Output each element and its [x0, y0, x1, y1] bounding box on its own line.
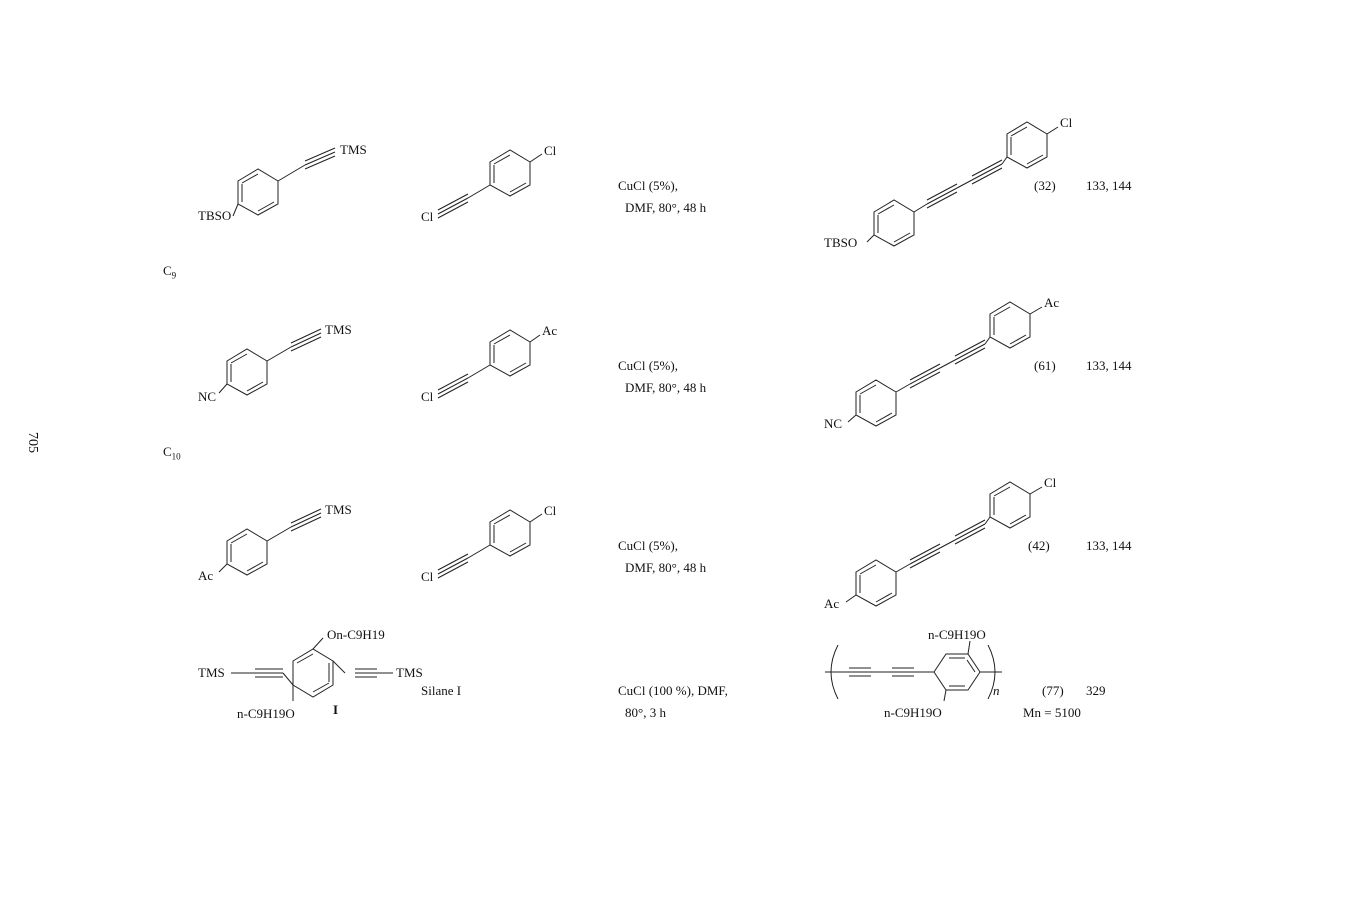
product-structure-row1: TBSO Cl [824, 115, 1073, 250]
references: 133, 144 [1086, 538, 1132, 553]
yield: (32) [1034, 178, 1056, 193]
svg-text:Cl: Cl [1044, 475, 1057, 490]
reactant-structure-row3: TMS Ac [198, 502, 352, 583]
svg-text:n-C9H19O: n-C9H19O [237, 706, 295, 721]
yield: (77) [1042, 683, 1064, 698]
reactant-structure-row4: TMS TMS On-C9H19 n-C9H19O I [198, 627, 423, 721]
conditions-line: CuCl (5%), [618, 358, 678, 373]
svg-text:NC: NC [198, 389, 216, 404]
svg-text:n-C9H19O: n-C9H19O [884, 705, 942, 720]
svg-text:Ac: Ac [542, 323, 557, 338]
svg-text:TBSO: TBSO [824, 235, 857, 250]
conditions-line: 80°, 3 h [625, 705, 666, 720]
references: 133, 144 [1086, 178, 1132, 193]
svg-text:NC: NC [824, 416, 842, 431]
svg-text:On-C9H19: On-C9H19 [327, 627, 385, 642]
yield: (61) [1034, 358, 1056, 373]
reactant2-structure-row3: Cl Cl [421, 503, 557, 584]
svg-text:TMS: TMS [340, 142, 367, 157]
svg-text:n: n [993, 683, 1000, 698]
carbon-count-label: C9 [163, 263, 177, 281]
svg-text:Ac: Ac [198, 568, 213, 583]
svg-text:I: I [333, 702, 338, 717]
svg-text:Cl: Cl [544, 503, 557, 518]
page-number: 705 [25, 432, 40, 453]
conditions-line: DMF, 80°, 48 h [625, 560, 707, 575]
reactant-structure-row1: TMS TBSO [198, 142, 367, 223]
svg-text:n-C9H19O: n-C9H19O [928, 627, 986, 642]
reactant2-structure-row1: Cl Cl [421, 143, 557, 224]
reactant2-structure-row2: Ac Cl [421, 323, 557, 404]
svg-text:Cl: Cl [421, 209, 434, 224]
svg-text:Cl: Cl [544, 143, 557, 158]
svg-text:Cl: Cl [421, 569, 434, 584]
carbon-count-label: C10 [163, 444, 181, 462]
svg-text:TMS: TMS [325, 322, 352, 337]
conditions-line: CuCl (100 %), DMF, [618, 683, 728, 698]
references: 133, 144 [1086, 358, 1132, 373]
product-structure-row3: Ac Cl [824, 475, 1057, 611]
conditions-line: DMF, 80°, 48 h [625, 380, 707, 395]
svg-text:TBSO: TBSO [198, 208, 231, 223]
reactant-structure-row2: TMS NC [198, 322, 352, 404]
product-structure-row2: NC Ac [824, 295, 1059, 431]
product-structure-row4: n-C9H19O n-C9H19O n [825, 627, 1002, 720]
svg-text:TMS: TMS [198, 665, 225, 680]
conditions-line: CuCl (5%), [618, 538, 678, 553]
reactant2-text: Silane I [421, 683, 462, 698]
svg-text:Ac: Ac [1044, 295, 1059, 310]
conditions-line: CuCl (5%), [618, 178, 678, 193]
svg-text:Ac: Ac [824, 596, 839, 611]
conditions-line: DMF, 80°, 48 h [625, 200, 707, 215]
yield: (42) [1028, 538, 1050, 553]
svg-text:TMS: TMS [396, 665, 423, 680]
svg-text:TMS: TMS [325, 502, 352, 517]
references: 329 [1086, 683, 1106, 698]
molecular-weight: Mn = 5100 [1023, 705, 1081, 720]
svg-text:Cl: Cl [421, 389, 434, 404]
svg-text:Cl: Cl [1060, 115, 1073, 130]
